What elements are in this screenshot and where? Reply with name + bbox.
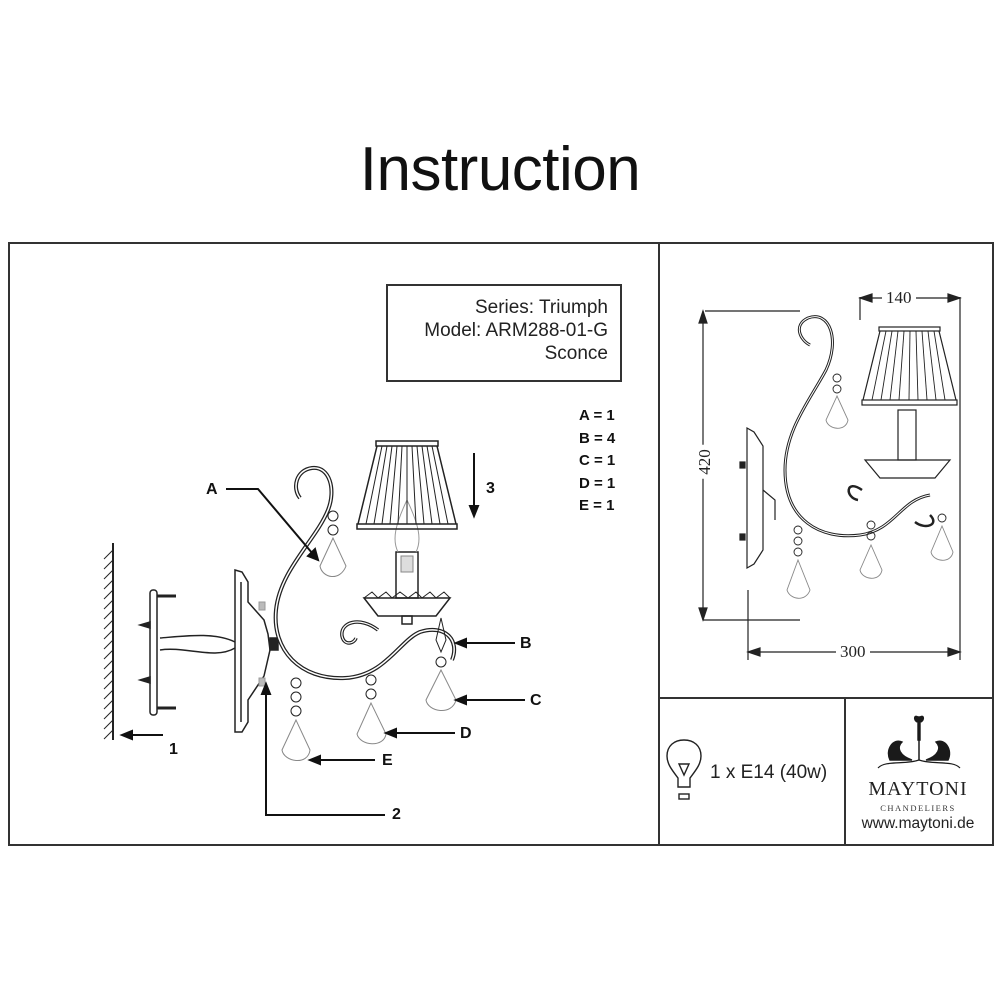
product-type-label: Sconce	[544, 343, 608, 364]
column-divider	[658, 242, 660, 844]
callout-arrows	[119, 453, 525, 816]
footer-divider	[844, 697, 846, 844]
callout-label-e: E	[382, 752, 393, 769]
wall-icon	[103, 543, 114, 740]
parts-list-item: B = 4	[579, 429, 616, 447]
parts-list-item: C = 1	[579, 452, 616, 469]
step-label-3: 3	[486, 480, 495, 497]
sconce-arm-icon	[273, 465, 457, 681]
callout-label-a: A	[206, 481, 218, 498]
shade-width-dimension: 140	[882, 288, 916, 308]
callout-label-b: B	[520, 635, 532, 652]
lampshade-icon	[356, 440, 458, 530]
crystal-pendant-icon	[786, 373, 954, 599]
step-label-2: 2	[392, 806, 401, 823]
brand-name: MAYTONI	[868, 778, 968, 800]
brand-url[interactable]: www.maytoni.de	[861, 815, 975, 832]
series-label: Series: Triumph	[474, 297, 608, 318]
product-info-box: Series: Triumph Model: ARM288-01-G Sconc…	[386, 284, 622, 382]
callout-label-d: D	[460, 725, 472, 742]
parts-list-item: A = 1	[579, 407, 615, 424]
parts-list-item: E = 1	[579, 497, 615, 514]
model-label: Model: ARM288-01-G	[424, 320, 608, 341]
lamp-spec-text: 1 x E14 (40w)	[710, 762, 828, 783]
chandelier-ornament-icon	[877, 715, 961, 769]
candle-holder-icon	[362, 551, 452, 625]
width-dimension: 300	[836, 642, 870, 662]
instruction-frame	[8, 242, 994, 846]
parts-list: A = 1 B = 4 C = 1 D = 1 E = 1	[579, 405, 615, 518]
row-divider	[658, 697, 992, 699]
document-title: Instruction	[359, 135, 641, 204]
parts-list-item: D = 1	[579, 474, 616, 492]
step-label-1: 1	[169, 741, 178, 758]
callout-label-c: C	[530, 692, 542, 709]
wall-plate-icon	[234, 569, 279, 733]
brand-subtitle: CHANDELIERS	[880, 803, 956, 813]
light-bulb-icon	[666, 739, 702, 800]
mounting-bracket-icon	[137, 589, 236, 716]
